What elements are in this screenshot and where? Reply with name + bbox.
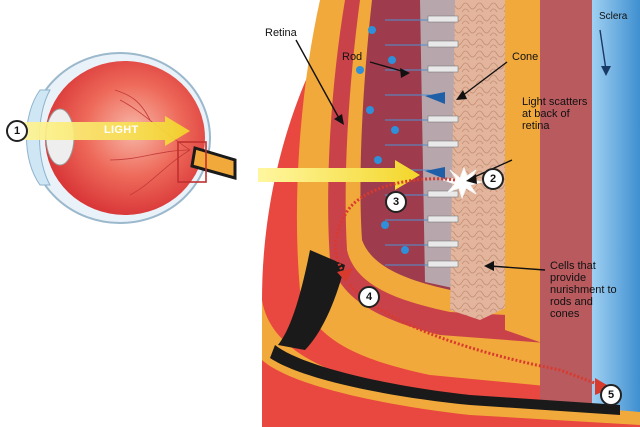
leader-arrowheads xyxy=(334,68,494,271)
optic-nerve-band xyxy=(278,250,345,350)
retina-cross-section xyxy=(262,0,640,427)
scatter-label: Light scatters at back of retina xyxy=(522,96,588,132)
choroid-layer xyxy=(540,0,595,427)
sclera-arrow xyxy=(599,29,607,71)
cone-label: Cone xyxy=(512,51,539,63)
light-label: LIGHT xyxy=(104,124,139,136)
cone-cells xyxy=(425,92,445,179)
nerve-fibre-black xyxy=(270,345,620,415)
light-beam-eye xyxy=(10,116,190,146)
leader-lines xyxy=(295,39,546,271)
sclera-arrowhead xyxy=(601,66,611,76)
light-beam-retina xyxy=(258,160,420,190)
bruchs-band xyxy=(505,0,548,345)
rod-label: Rod xyxy=(342,51,363,63)
optic-nerve xyxy=(190,146,237,180)
scatter-star xyxy=(442,166,483,200)
zoom-box xyxy=(177,141,207,183)
bottom-red-layer xyxy=(262,360,640,427)
step-4-badge: 4 xyxy=(358,286,380,308)
retina-label: Retina xyxy=(265,27,297,39)
step-1-badge: 1 xyxy=(6,120,28,142)
bottom-orange-sweep xyxy=(262,300,640,427)
arrowhead-4 xyxy=(337,268,353,282)
step-2-badge: 2 xyxy=(482,168,504,190)
step-5-badge: 5 xyxy=(600,384,622,406)
step-3-badge: 3 xyxy=(385,191,407,213)
cells-label: Cells that provide nurishment to rods an… xyxy=(550,260,617,320)
blood-vessels xyxy=(109,89,191,196)
sclera-label: Sclera xyxy=(599,11,628,22)
rpe-cells xyxy=(450,0,522,320)
rod-cells xyxy=(427,15,459,268)
sclera-layer xyxy=(592,0,640,427)
